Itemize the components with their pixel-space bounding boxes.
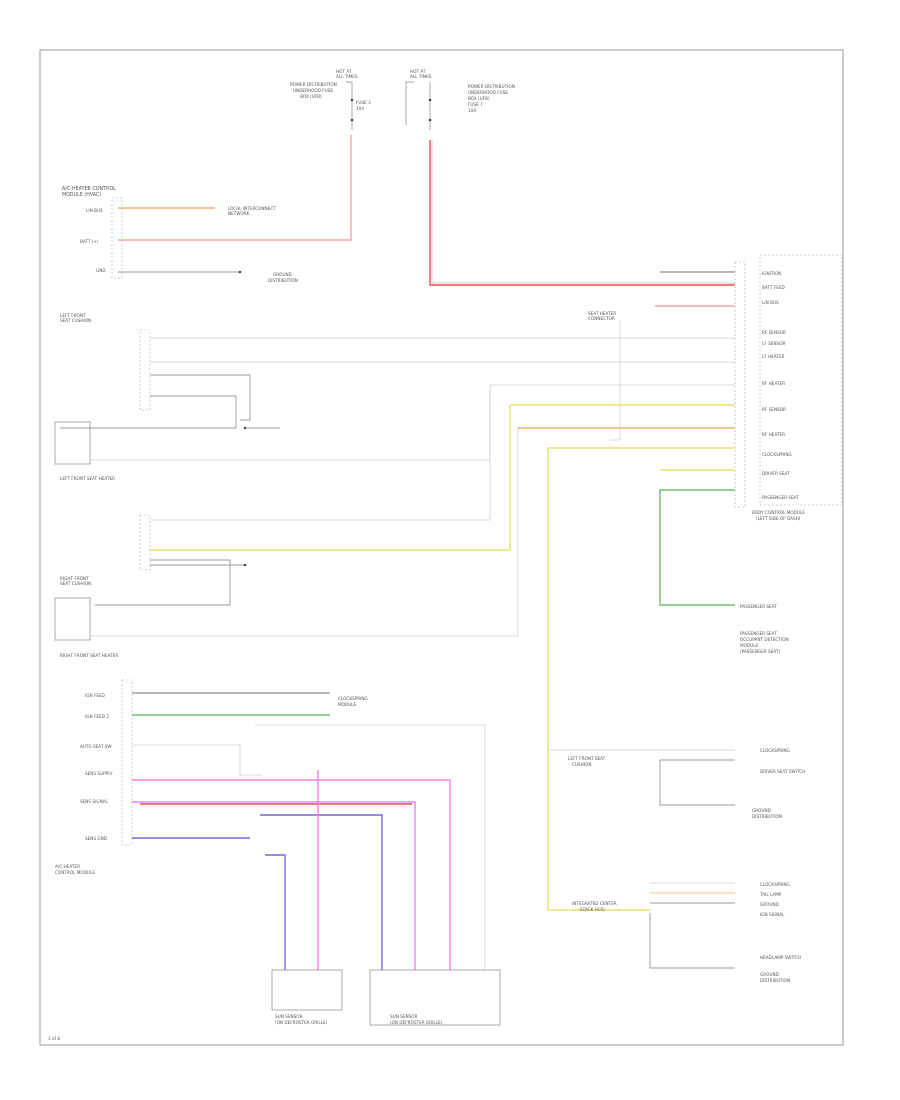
svg-text:IGNITION: IGNITION [762, 271, 781, 276]
svg-text:PASSENGER SEAT: PASSENGER SEAT [740, 604, 777, 609]
label-hot-right: HOT AT [410, 69, 426, 74]
wire-red-left [118, 135, 352, 241]
label-bcm-2: (LEFT SIDE OF DASH) [756, 516, 801, 521]
diagram-frame [39, 49, 844, 1046]
label-rf-cushion-2: SEAT CUSHION [60, 581, 91, 586]
svg-text:CLOCKSPRING: CLOCKSPRING [762, 452, 792, 457]
svg-text:CLOCKSPRING: CLOCKSPRING [760, 748, 790, 753]
label-pass-1: PASSENGER SEAT [740, 631, 777, 636]
label-ics-1: INTEGRATED CENTER [572, 901, 617, 906]
label-bcm-1: BODY CONTROL MODULE [752, 510, 805, 515]
svg-text:LOCAL INTERCONNECT: LOCAL INTERCONNECT [228, 206, 276, 211]
svg-text:AUTO SEAT SW: AUTO SEAT SW [80, 744, 112, 749]
right-front-seat-cushion: RIGHT FRONT SEAT CUSHION RIGHT FRONT SEA… [54, 385, 519, 658]
body-control-module: IGNITION BATT FEED LIN BUS RF SENSOR LF … [655, 254, 843, 521]
svg-text:DRIVER SEAT: DRIVER SEAT [762, 471, 790, 476]
label-lf-heater: LEFT FRONT SEAT HEATER [60, 476, 115, 481]
label-pdist-left-1: POWER DISTRIBUTION [290, 82, 337, 87]
label-ground-dist-1a: GROUND [273, 272, 292, 277]
label-pdist-right-5: 10A [468, 108, 476, 113]
svg-text:CLOCKSPRING: CLOCKSPRING [338, 696, 368, 701]
svg-text:SENS SIGNAL: SENS SIGNAL [80, 799, 109, 804]
svg-text:IGN FEED 2: IGN FEED 2 [85, 714, 109, 719]
svg-text:BATT (+): BATT (+) [80, 239, 99, 244]
svg-text:RF SENSOR: RF SENSOR [762, 407, 786, 412]
label-pdist-right-2: UNDERHOOD FUSE [468, 90, 508, 95]
svg-text:LF HEATER: LF HEATER [762, 354, 785, 359]
label-pdist-left-2: UNDERHOOD FUSE [293, 88, 333, 93]
fuse-block-right: HOT AT ALL TIMES POWER DISTRIBUTION UNDE… [405, 69, 515, 130]
driver-switch-group: CLOCKSPRING DRIVER SEAT SWITCH LEFT FRON… [548, 748, 805, 806]
label-ac-heater-2: MODULE (HVAC) [62, 192, 101, 198]
svg-text:NETWORK: NETWORK [228, 211, 250, 216]
svg-text:CUSHION: CUSHION [572, 762, 591, 767]
svg-text:SENS SUPPLY: SENS SUPPLY [85, 771, 113, 776]
sun-sensor-right: SUN SENSOR (ON DEFROSTER GRILLE) [369, 969, 501, 1026]
sun-sensor-left: SUN SENSOR (ON DEFROSTER GRILLE) [271, 969, 343, 1025]
svg-text:TAIL LAMP: TAIL LAMP [759, 892, 782, 897]
svg-text:GROUND: GROUND [760, 902, 779, 907]
label-lf-cushion-2: SEAT CUSHION [60, 318, 91, 323]
label-sun-left-1: SUN SENSOR [275, 1014, 303, 1019]
svg-text:RF SENSOR: RF SENSOR [762, 330, 786, 335]
label-pdist-left-5: 10A [356, 106, 364, 111]
label-sun-right-1: SUN SENSOR [390, 1014, 418, 1019]
svg-text:LIN BUS: LIN BUS [762, 300, 779, 305]
label-lf-cushion-1: LEFT FRONT [60, 313, 86, 318]
label-rf-heater: RIGHT FRONT SEAT HEATER [60, 653, 118, 658]
label-driver-switch: DRIVER SEAT SWITCH [760, 769, 805, 774]
passenger-seat-module: PASSENGER SEAT PASSENGER SEAT OCCUPANT D… [740, 604, 789, 654]
svg-text:BATT FEED: BATT FEED [762, 285, 785, 290]
svg-text:DISTRIBUTION: DISTRIBUTION [760, 978, 790, 983]
label-pdist-right-3: BOX (UFB) [468, 96, 490, 101]
label-sun-right-2: (ON DEFROSTER GRILLE) [390, 1020, 443, 1025]
svg-text:LF SENSOR: LF SENSOR [762, 341, 785, 346]
svg-text:LIN BUS: LIN BUS [86, 208, 103, 213]
svg-text:IGN FEED: IGN FEED [85, 693, 105, 698]
svg-text:SEAT HEATER: SEAT HEATER [588, 311, 616, 316]
label-rf-cushion-1: RIGHT FRONT [60, 576, 89, 581]
svg-text:GROUND: GROUND [752, 808, 771, 813]
label-pass-3: MODULE [740, 643, 759, 648]
svg-text:CONNECTOR: CONNECTOR [588, 316, 615, 321]
page-number: 1 of 8 [48, 1036, 60, 1041]
label-ics-2: STACK (ICS) [580, 907, 605, 912]
label-hot-left-2: ALL TIMES [336, 74, 358, 79]
svg-text:GROUND: GROUND [760, 972, 779, 977]
label-headlamp-switch: HEADLAMP SWITCH [760, 955, 801, 960]
label-pdist-right-1: POWER DISTRIBUTION [468, 84, 515, 89]
label-sun-left-2: (ON DEFROSTER GRILLE) [275, 1020, 328, 1025]
label-pdist-left-4: FUSE 3 [356, 100, 371, 105]
label-pdist-right-4: FUSE 7 [468, 102, 483, 107]
label-ac-heater-1: A/C-HEATER CONTROL [62, 186, 116, 192]
label-ac-bottom-2: CONTROL MODULE [55, 870, 95, 875]
svg-text:CLOCKSPRING: CLOCKSPRING [760, 882, 790, 887]
svg-text:IGN SIGNAL: IGN SIGNAL [760, 912, 785, 917]
ac-heater-module-bottom: IGN FEED IGN FEED 2 AUTO SEAT SW SENS SU… [55, 679, 486, 970]
svg-text:MODULE: MODULE [338, 702, 357, 707]
svg-text:GND: GND [96, 268, 106, 273]
svg-text:PASSENGER SEAT: PASSENGER SEAT [762, 495, 799, 500]
label-ac-bottom-1: A/C HEATER [55, 864, 80, 869]
svg-text:DISTRIBUTION: DISTRIBUTION [752, 814, 782, 819]
wire-red-right-inner [431, 140, 735, 284]
wire-red-right [429, 140, 735, 286]
svg-text:SENS GND: SENS GND [85, 836, 107, 841]
svg-text:RF HEATER: RF HEATER [762, 432, 785, 437]
ac-heater-module-top: A/C-HEATER CONTROL MODULE (HVAC) LIN BUS… [62, 186, 298, 283]
hazard-switch-group: CLOCKSPRING TAIL LAMP GROUND IGN SIGNAL … [572, 882, 801, 969]
svg-text:RF HEATER: RF HEATER [762, 381, 785, 386]
label-pass-2: OCCUPANT DETECTION [740, 637, 789, 642]
label-pdist-left-3: BOX (UFB) [300, 94, 322, 99]
fuse-block-left: HOT AT ALL TIMES POWER DISTRIBUTION UNDE… [290, 69, 371, 130]
label-pass-4: (PASSENGER SEAT) [740, 649, 780, 654]
svg-text:LEFT FRONT SEAT: LEFT FRONT SEAT [568, 756, 606, 761]
label-hot-right-2: ALL TIMES [410, 74, 432, 79]
label-ground-dist-1b: DISTRIBUTION [268, 278, 298, 283]
label-hot-left: HOT AT [336, 69, 352, 74]
